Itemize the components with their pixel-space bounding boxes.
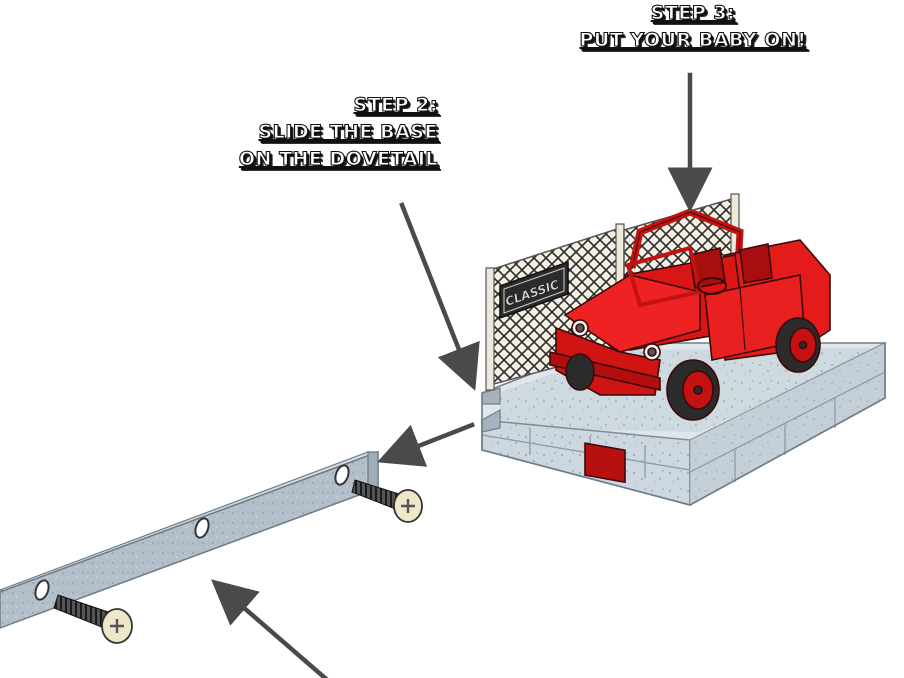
screw-icon [351,479,423,523]
arrow-rail [210,579,329,678]
arrow-icon [210,72,713,678]
red-car-icon [549,208,831,484]
classic-sign: CLASSIC [499,260,569,320]
step3-title: STEP 3: [650,2,736,25]
screw-icon [53,594,133,644]
step3-label: STEP 3: PUT YOUR BABY ON! [553,0,833,54]
arrow-step2 [399,202,480,391]
step2-instruction-line2: ON THE DOVETAIL [238,148,438,171]
step2-instruction-line1: SLIDE THE BASE [258,121,438,144]
step2-title: STEP 2: [353,94,438,117]
wheel-front [666,359,720,421]
wheel-front-left [565,353,595,391]
step3-instruction: PUT YOUR BABY ON! [579,29,807,52]
wheel-rear [775,317,821,373]
arrow-slide [377,422,475,467]
step2-label: STEP 2: SLIDE THE BASE ON THE DOVETAIL [180,92,438,173]
